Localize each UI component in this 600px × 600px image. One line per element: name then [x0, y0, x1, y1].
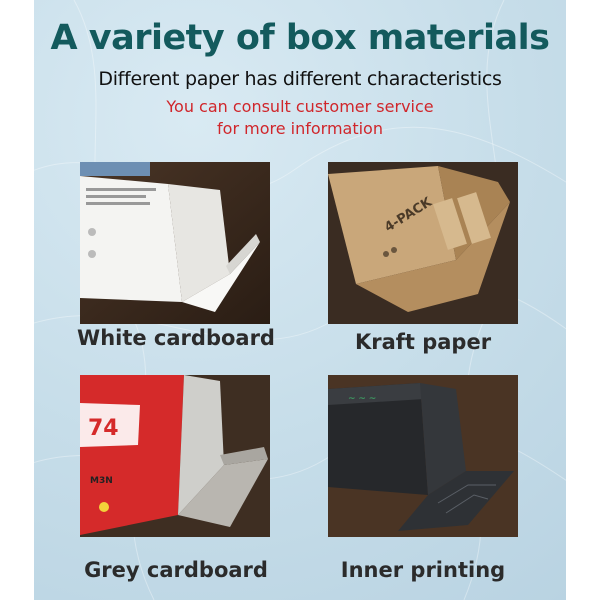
page-title: A variety of box materials [50, 18, 550, 58]
caption-grey-cardboard: Grey cardboard [84, 558, 268, 582]
consult-note-line-1: You can consult customer service [166, 97, 434, 116]
grey-cardboard-photo: 74 M3N [80, 375, 270, 537]
page-subtitle: Different paper has different characteri… [98, 68, 502, 90]
svg-text:74: 74 [88, 416, 119, 441]
kraft-paper-photo: 4-PACK [328, 162, 518, 324]
caption-inner-printing: Inner printing [340, 558, 506, 582]
banner-panel: A variety of box materials Different pap… [34, 0, 566, 600]
grey-box-print: M3N [90, 476, 113, 486]
caption-kraft-paper: Kraft paper [354, 330, 492, 354]
svg-text:~ ~ ~: ~ ~ ~ [348, 394, 376, 404]
inner-printing-photo: ~ ~ ~ [328, 375, 518, 537]
consult-note-line-2: for more information [217, 119, 383, 138]
caption-white-cardboard: White cardboard [77, 326, 275, 350]
white-cardboard-photo [80, 162, 270, 324]
